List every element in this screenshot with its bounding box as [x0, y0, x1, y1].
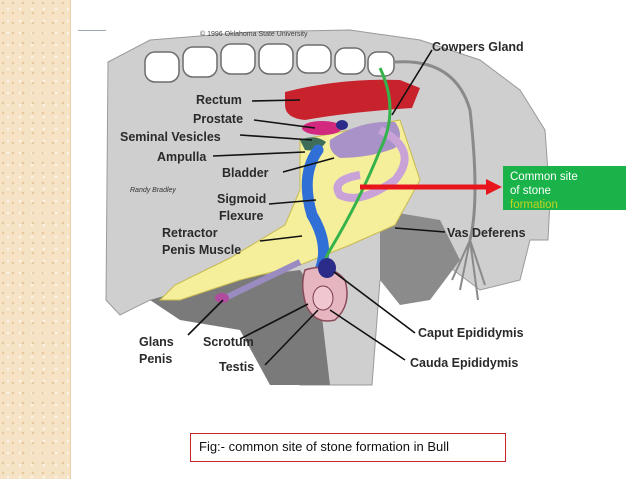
- hind-quarter-dark: [150, 270, 330, 385]
- label-cauda-epididymis: Cauda Epididymis: [410, 356, 518, 370]
- penis-shaft: [223, 259, 302, 301]
- label-leader-lines: [187, 49, 446, 366]
- anatomy-labels: Cowpers Gland Rectum Prostate Seminal Ve…: [120, 40, 526, 374]
- testis-shape: [312, 285, 334, 311]
- caput-epididymis-shape: [318, 258, 336, 278]
- label-seminal-vesicles: Seminal Vesicles: [120, 130, 221, 144]
- label-vas-deferens: Vas Deferens: [447, 226, 526, 240]
- spine-vertebrae: [144, 43, 395, 83]
- title-rule: [78, 30, 122, 31]
- decorative-side-strip: [0, 0, 71, 479]
- copyright-text: © 1996 Oklahoma State University: [200, 30, 308, 38]
- label-bladder: Bladder: [222, 166, 269, 180]
- tail-outline: [394, 60, 477, 241]
- prostate-dot: [336, 120, 348, 130]
- label-retractor: Retractor: [162, 226, 218, 240]
- figure-caption: Fig:- common site of stone formation in …: [190, 433, 506, 462]
- label-scrotum: Scrotum: [203, 335, 254, 349]
- label-testis: Testis: [219, 360, 254, 374]
- label-penis-muscle: Penis Muscle: [162, 243, 241, 257]
- prostate: [302, 121, 342, 135]
- thigh-dark: [380, 210, 460, 305]
- label-cowpers-gland: Cowpers Gland: [432, 40, 524, 54]
- tail-switch: [451, 239, 486, 301]
- label-rectum: Rectum: [196, 93, 242, 107]
- label-caput-epididymis: Caput Epididymis: [418, 326, 524, 340]
- watermark-text: Randy Bradley: [130, 187, 176, 194]
- label-glans: Glans: [139, 335, 174, 349]
- label-penis: Penis: [139, 352, 172, 366]
- stone-site-arrow: [360, 179, 502, 195]
- callout-line-3: formation: [510, 199, 558, 210]
- sigmoid-flexure: [333, 126, 409, 202]
- stone-site-callout: Common site of stone formation: [503, 166, 626, 210]
- label-prostate: Prostate: [193, 112, 243, 126]
- label-sigmoid: Sigmoid: [217, 192, 266, 206]
- label-ampulla: Ampulla: [157, 150, 207, 164]
- callout-line-2: of stone: [510, 185, 551, 197]
- callout-line-1: Common site: [510, 171, 578, 183]
- label-flexure: Flexure: [219, 209, 264, 223]
- glans-penis-shape: [215, 293, 229, 303]
